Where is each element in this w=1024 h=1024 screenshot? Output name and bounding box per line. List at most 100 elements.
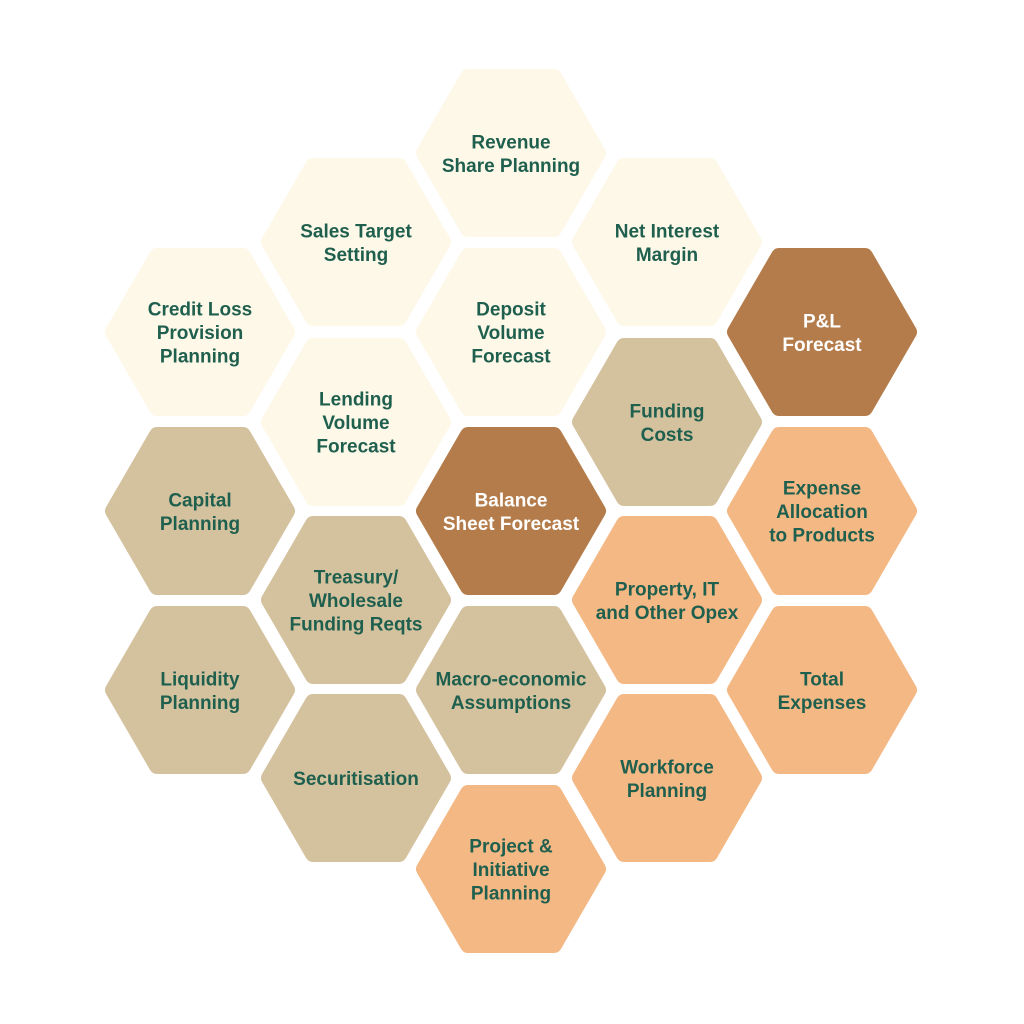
hex-securitisation: Securitisation xyxy=(261,694,451,862)
hexagon-shape xyxy=(261,158,451,326)
hexagon-shape xyxy=(416,606,606,774)
hex-label-line: Provision xyxy=(157,323,244,344)
hexagon-shape xyxy=(727,248,917,416)
hexagon-shape xyxy=(416,785,606,953)
hex-label-line: Funding Reqts xyxy=(290,615,423,636)
hex-label-line: Expense xyxy=(783,479,861,500)
hex-label: P&L Forecast xyxy=(782,311,862,356)
hexagon-shape xyxy=(105,427,295,595)
hex-label-line: Securitisation xyxy=(293,769,419,790)
hex-label-line: Setting xyxy=(324,245,388,266)
hexagon-shape xyxy=(261,338,451,506)
hex-label-line: Margin xyxy=(636,245,698,266)
hexagon-shape xyxy=(727,606,917,774)
hexagon-shape xyxy=(105,248,295,416)
hex-label-line: Forecast xyxy=(316,437,396,458)
hexagon-shape xyxy=(572,694,762,862)
hex-label-line: Allocation xyxy=(776,502,868,523)
hex-label-line: Credit Loss xyxy=(148,300,253,321)
hex-label-line: Deposit xyxy=(476,300,546,321)
hexagon-shape xyxy=(261,694,451,862)
hexagon-shape xyxy=(416,427,606,595)
hex-label-line: Wholesale xyxy=(309,591,403,612)
hex-label-line: and Other Opex xyxy=(596,603,739,624)
hexagon-shape xyxy=(572,338,762,506)
hex-label-line: Sales Target xyxy=(300,221,412,242)
hex-label-line: Macro-economic xyxy=(436,669,587,690)
hex-label-line: Total xyxy=(800,669,844,690)
hex-label-line: Volume xyxy=(322,413,389,434)
hex-pl-forecast: P&L Forecast xyxy=(727,248,917,416)
hex-label-line: to Products xyxy=(769,526,875,547)
hex-label-line: Forecast xyxy=(782,335,862,356)
hex-label-line: Forecast xyxy=(471,347,551,368)
hexagon-shape xyxy=(572,158,762,326)
hex-label-line: Costs xyxy=(641,425,694,446)
hex-property-it-other-opex: Property, IT and Other Opex xyxy=(572,516,762,684)
hexagon-shape xyxy=(416,248,606,416)
hex-label-line: Liquidity xyxy=(160,669,240,690)
hex-label-line: Planning xyxy=(627,781,707,802)
hexagon-shape xyxy=(416,69,606,237)
hex-label-line: Share Planning xyxy=(442,156,580,177)
hex-label-line: Balance xyxy=(475,490,548,511)
hex-label-line: Initiative xyxy=(472,860,549,881)
hex-label-line: Funding xyxy=(630,401,705,422)
hex-label-line: Planning xyxy=(160,693,240,714)
hex-label-line: Assumptions xyxy=(451,693,571,714)
hexagon-shape xyxy=(105,606,295,774)
hex-label-line: Project & xyxy=(469,837,553,858)
hex-label-line: Net Interest xyxy=(615,221,720,242)
hex-label-line: Capital xyxy=(168,490,231,511)
hex-label-line: Planning xyxy=(471,884,551,905)
hexagon-shape xyxy=(261,516,451,684)
hex-label-line: Treasury/ xyxy=(314,568,399,589)
hexagon-shape xyxy=(727,427,917,595)
hex-label-line: Lending xyxy=(319,390,393,411)
hex-label: Property, IT and Other Opex xyxy=(596,579,739,624)
hex-label: Securitisation xyxy=(293,769,419,790)
hex-label-line: Sheet Forecast xyxy=(443,514,580,535)
hex-label-line: P&L xyxy=(803,311,841,332)
hex-label-line: Planning xyxy=(160,514,240,535)
hex-label-line: Property, IT xyxy=(615,579,720,600)
hex-label-line: Volume xyxy=(477,323,544,344)
hex-label-line: Planning xyxy=(160,347,240,368)
hex-label-line: Revenue xyxy=(471,132,550,153)
hex-label-line: Expenses xyxy=(778,693,867,714)
